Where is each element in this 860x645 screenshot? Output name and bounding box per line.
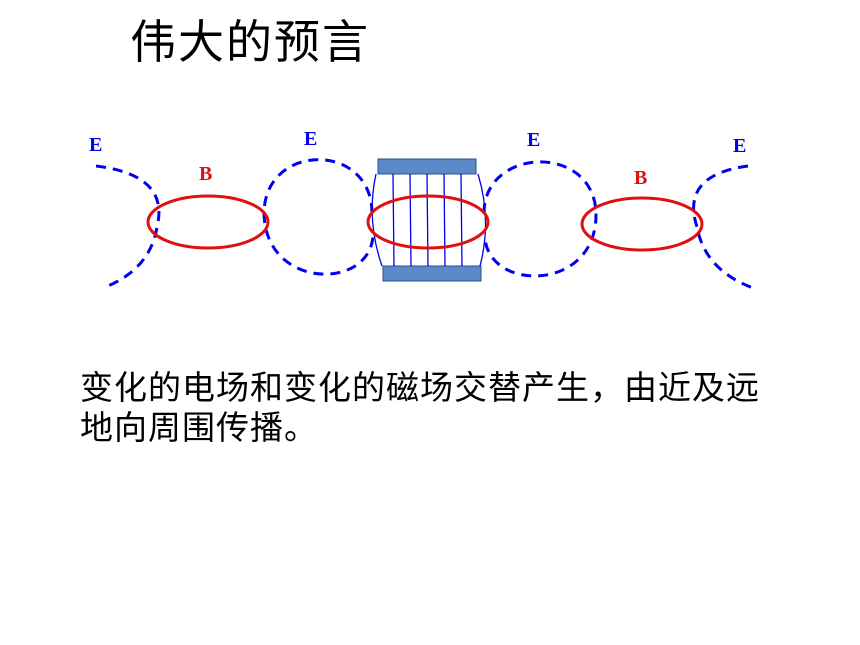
capacitor-plate-top	[377, 158, 477, 175]
b-label-2: B	[634, 167, 647, 189]
b-field-loop-center	[366, 194, 490, 250]
e-label-2: E	[304, 128, 317, 150]
e-label-3: E	[527, 129, 540, 151]
e-label-1: E	[89, 134, 102, 156]
e-field-arc-left	[95, 164, 161, 290]
b-field-loop-1	[146, 194, 270, 250]
b-field-loop-2	[580, 196, 704, 252]
capacitor-field-lines	[371, 173, 487, 267]
b-label-1: B	[199, 163, 212, 185]
description-text: 变化的电场和变化的磁场交替产生，由近及远地向周围传播。	[80, 368, 760, 447]
em-wave-diagram: E E E E B B	[89, 128, 754, 290]
e-label-4: E	[733, 135, 746, 157]
capacitor-plate-bottom	[382, 265, 482, 282]
e-field-loop-1	[262, 158, 375, 276]
e-field-loop-2	[482, 160, 598, 278]
page-title: 伟大的预言	[130, 15, 370, 69]
